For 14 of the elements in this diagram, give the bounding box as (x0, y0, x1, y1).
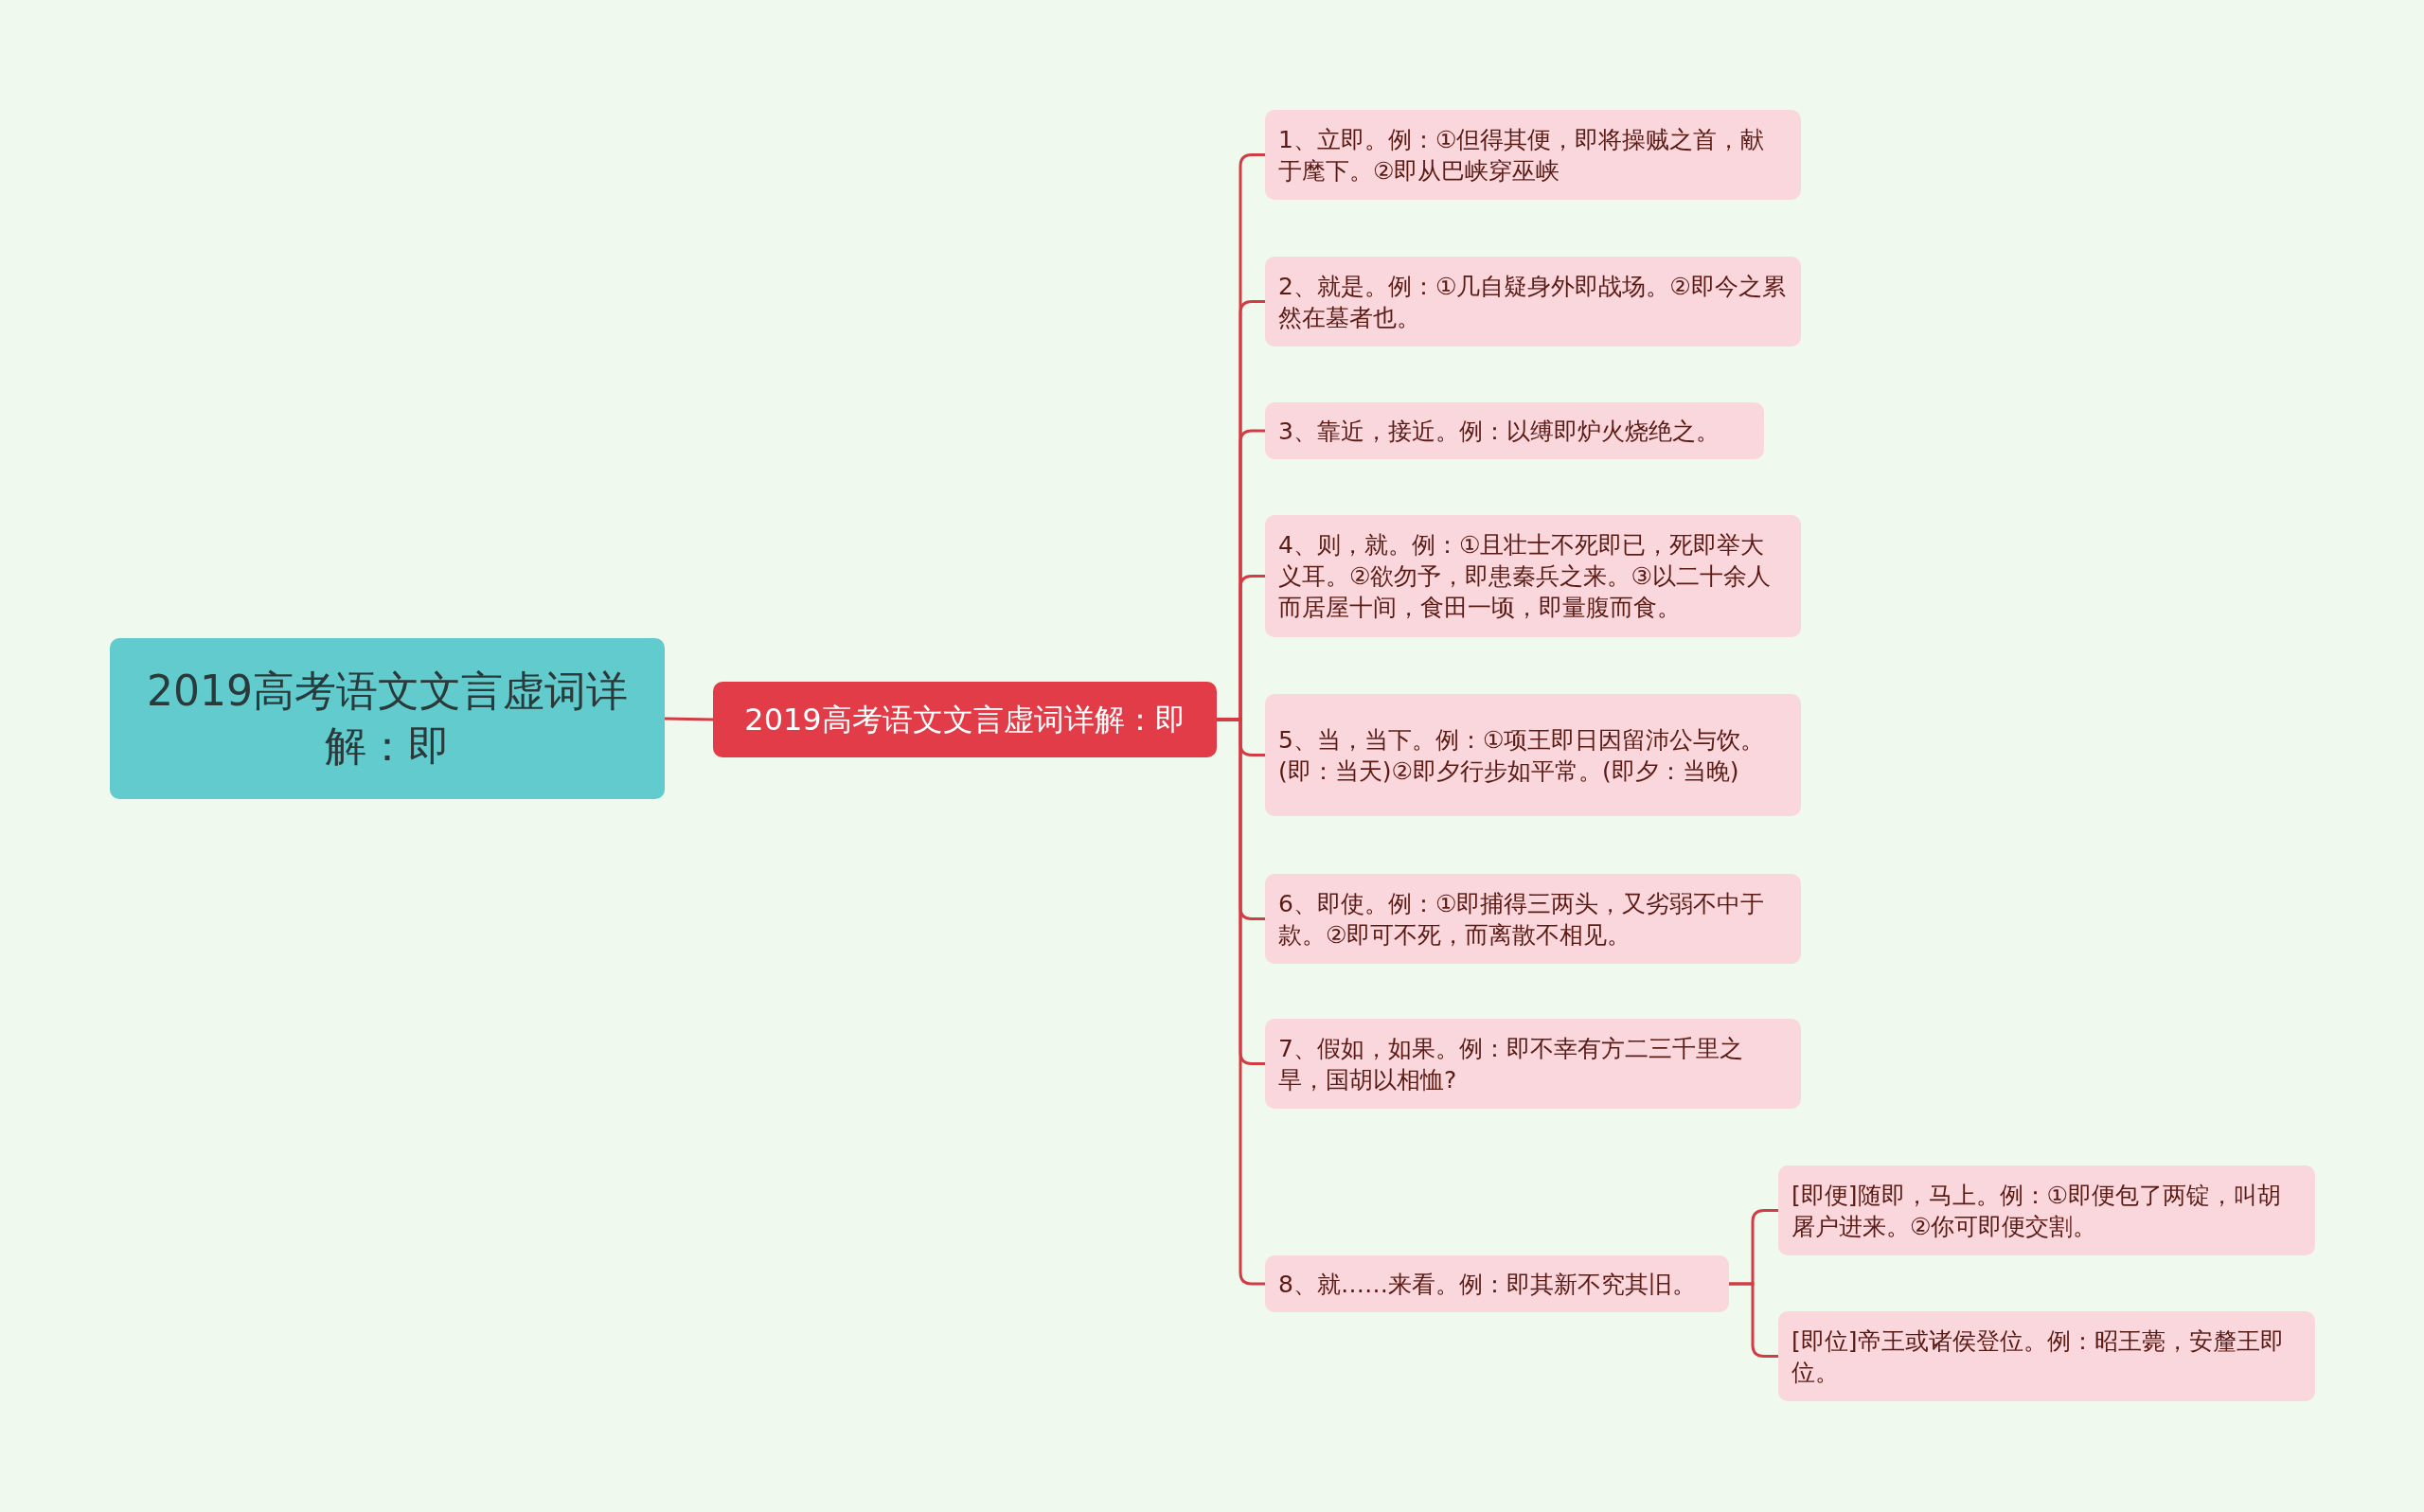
connector-line (664, 717, 714, 721)
subtopic-box: 2、就是。例：①几自疑身外即战场。②即今之累然在墓者也。 (1265, 257, 1801, 347)
subtopic-box: [即位]帝王或诸侯登位。例：昭王薨，安釐王即位。 (1778, 1311, 2315, 1401)
subtopic-box: 3、靠近，接近。例：以缚即炉火烧绝之。 (1265, 402, 1764, 459)
subtopic-box: 7、假如，如果。例：即不幸有方二三千里之旱，国胡以相恤? (1265, 1019, 1801, 1109)
subtopic-box: 1、立即。例：①但得其便，即将操贼之首，献于麾下。②即从巴峡穿巫峡 (1265, 110, 1801, 200)
subtopic-box: 4、则，就。例：①且壮士不死即已，死即举大义耳。②欲勿予，即患秦兵之来。③以二十余人而居屋十间，食田一顷，即量腹而食。 (1265, 515, 1801, 637)
connector-line (1729, 1282, 1778, 1358)
subtopic-box: 6、即使。例：①即捕得三两头，又劣弱不中于款。②即可不死，而离散不相见。 (1265, 874, 1801, 964)
subtopic-box: 5、当，当下。例：①项王即日因留沛公与饮。(即：当天)②即夕行步如平常。(即夕：当晚) (1265, 694, 1801, 816)
central-topic-box: 2019高考语文文言虚词详解：即 (110, 638, 665, 799)
subtopic-box: [即便]随即，马上。例：①即便包了两锭，叫胡屠户进来。②你可即便交割。 (1778, 1165, 2315, 1255)
subtopic-box: 8、就……来看。例：即其新不究其旧。 (1265, 1255, 1729, 1312)
main-topic-box: 2019高考语文文言虚词详解：即 (713, 682, 1217, 757)
